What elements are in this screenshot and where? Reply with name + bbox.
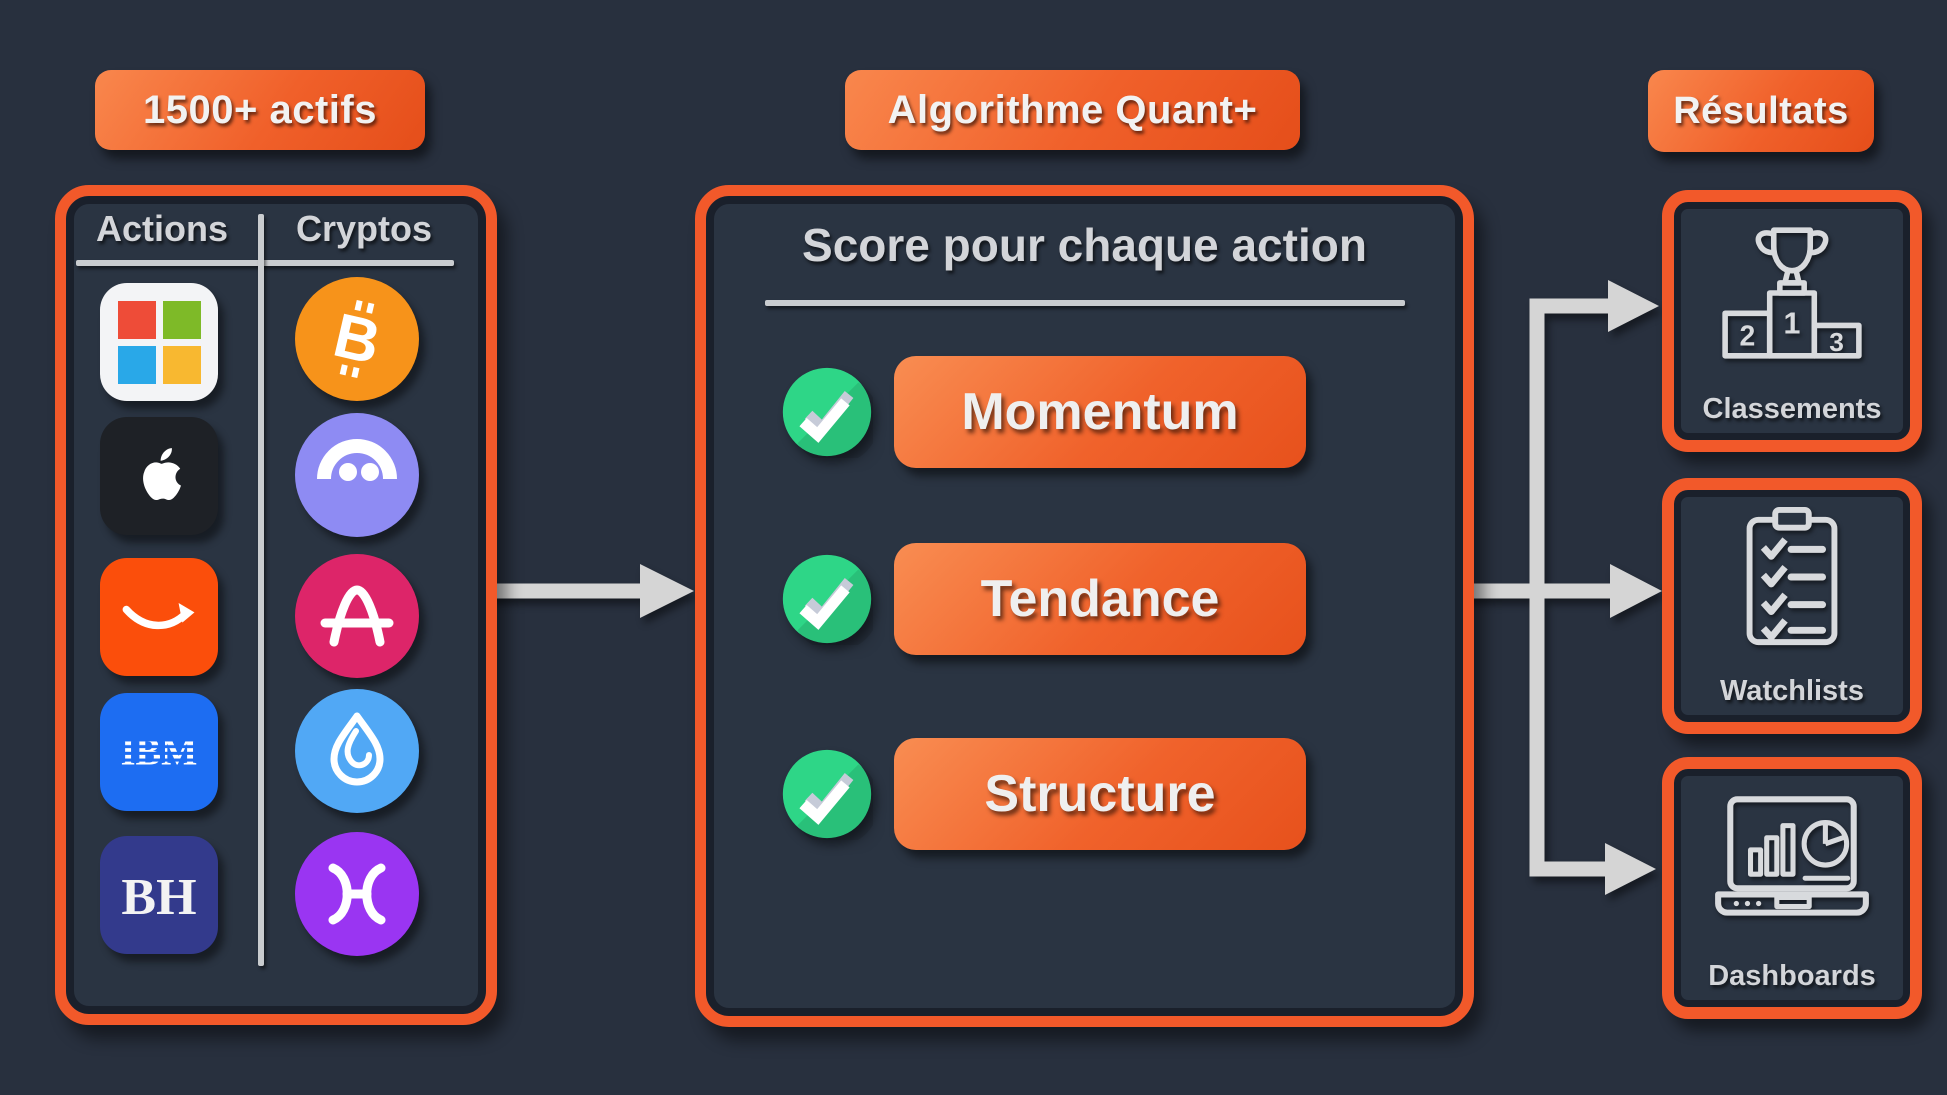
factor-structure-label: Structure [984, 765, 1216, 823]
arrowhead-assets-to-algo [640, 564, 694, 618]
crypto-bitcoin: B [295, 277, 419, 401]
output-classements: 1 2 3 Classements [1662, 190, 1922, 452]
bitcoin-logo-icon: B [327, 299, 386, 378]
arc-dots-coin-icon [317, 439, 397, 481]
factor-structure: Structure [894, 738, 1306, 850]
crypto-arc-dots-coin [295, 413, 419, 537]
checklist-clipboard-icon [1674, 504, 1910, 652]
check-structure [781, 748, 873, 840]
crypto-amp [295, 554, 419, 678]
assets-panel: Actions Cryptos [55, 185, 497, 1025]
podium-trophy-icon: 1 2 3 [1674, 216, 1910, 368]
double-check-icon [782, 367, 873, 458]
header-underline [76, 260, 454, 266]
ibm-logo-icon: IBM [121, 731, 198, 773]
arrow-branches [1529, 298, 1610, 877]
violet-h-coin-icon [328, 863, 386, 925]
factor-momentum: Momentum [894, 356, 1306, 468]
laptop-analytics-icon [1674, 793, 1910, 925]
output-watchlists: Watchlists [1662, 478, 1922, 734]
arrowhead-classements [1608, 280, 1659, 332]
factor-momentum-label: Momentum [961, 383, 1239, 441]
assets-count-badge: 1500+ actifs [95, 70, 425, 150]
crypto-h-coin [295, 832, 419, 956]
apple-logo-icon [143, 448, 181, 501]
output-watchlists-label: Watchlists [1720, 675, 1864, 707]
output-classements-label: Classements [1702, 393, 1882, 425]
svg-text:3: 3 [1829, 327, 1844, 357]
berkshire-hathaway-logo-icon: BH [121, 869, 196, 926]
svg-text:2: 2 [1740, 321, 1756, 353]
amazon-logo-icon [122, 603, 195, 630]
microsoft-logo-icon [117, 300, 201, 384]
svg-text:B: B [327, 301, 386, 378]
svg-text:1: 1 [1784, 307, 1801, 341]
sui-droplet-icon [330, 712, 384, 786]
asset-apple [100, 417, 218, 535]
asset-berkshire-hathaway: BH [100, 836, 218, 954]
double-check-icon [782, 749, 873, 840]
arrowhead-dashboards [1605, 843, 1656, 895]
column-divider [258, 214, 264, 966]
svg-text:IBM: IBM [121, 731, 198, 773]
asset-ibm: IBM [100, 693, 218, 811]
output-dashboards-label: Dashboards [1708, 960, 1876, 992]
asset-amazon [100, 558, 218, 676]
algorithm-badge: Algorithme Quant+ [845, 70, 1300, 150]
score-title-underline [764, 300, 1405, 306]
double-check-icon [782, 554, 873, 645]
algorithm-panel: Score pour chaque action Momentum Tendan… [695, 185, 1474, 1027]
factor-tendance-label: Tendance [980, 570, 1220, 628]
column-header-actions: Actions [95, 208, 228, 249]
check-tendance [781, 553, 873, 645]
score-title: Score pour chaque action [802, 219, 1367, 271]
output-dashboards: Dashboards [1662, 757, 1922, 1019]
amp-logo-icon [320, 585, 394, 647]
svg-text:BH: BH [121, 869, 196, 926]
crypto-sui [295, 689, 419, 813]
column-header-cryptos: Cryptos [295, 208, 433, 249]
arrowhead-watchlists [1610, 564, 1662, 618]
results-badge: Résultats [1648, 70, 1874, 152]
factor-tendance: Tendance [894, 543, 1306, 655]
check-momentum [781, 366, 873, 458]
asset-microsoft [100, 283, 218, 401]
